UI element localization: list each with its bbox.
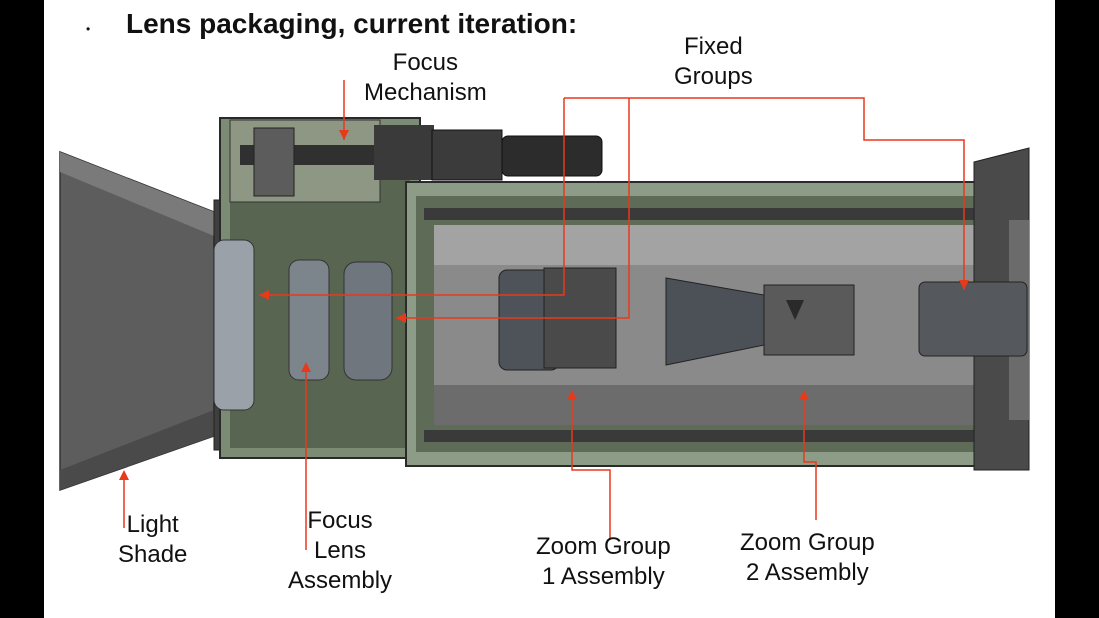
fixed-lens-rear bbox=[918, 281, 1028, 357]
bullet: • bbox=[86, 22, 91, 36]
label-focus-lens-assembly: Focus Lens Assembly bbox=[288, 507, 393, 594]
label-light-shade: Light Shade bbox=[118, 511, 188, 568]
label-zoom-group-1: Zoom Group 1 Assembly bbox=[536, 533, 671, 590]
slide-title: Lens packaging, current iteration: bbox=[126, 8, 578, 39]
leader-lines bbox=[123, 80, 965, 550]
front-lens-element-1 bbox=[213, 239, 255, 411]
focus-lens-element bbox=[288, 259, 330, 381]
label-fixed-groups: Fixed Groups bbox=[674, 33, 753, 90]
motor bbox=[431, 129, 503, 181]
slide: • Lens packaging, current iteration: bbox=[44, 0, 1055, 618]
fixed-lens-element-front bbox=[343, 261, 393, 381]
label-focus-mechanism: Focus Mechanism bbox=[364, 49, 487, 106]
label-zoom-group-2: Zoom Group 2 Assembly bbox=[740, 529, 875, 586]
lens-cross-section-diagram bbox=[59, 80, 1030, 550]
